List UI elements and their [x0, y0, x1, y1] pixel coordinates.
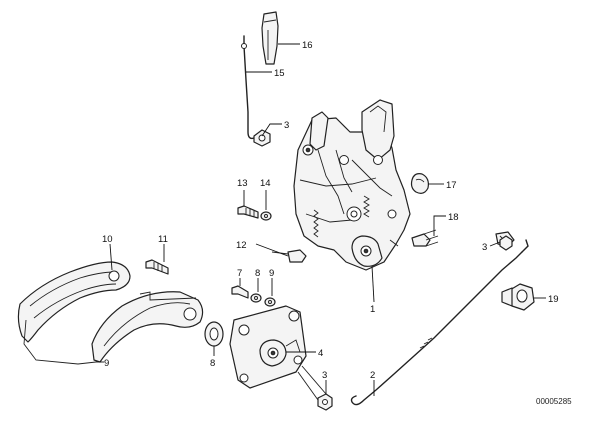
lock-knob-part	[261, 11, 279, 65]
callout-13: 13	[237, 178, 248, 189]
callout-9-left: 9	[104, 358, 109, 369]
mounting-plate-part-4	[229, 305, 307, 389]
grommet-part-19	[501, 283, 535, 311]
callout-10: 10	[102, 234, 113, 245]
callout-19: 19	[548, 294, 559, 305]
washer-part-6	[204, 321, 224, 347]
callout-8-top: 8	[255, 268, 260, 279]
inner-handle-part-10	[17, 261, 131, 365]
nut-part-3-right	[499, 235, 513, 251]
callout-17: 17	[446, 180, 457, 191]
door-lock-mechanism	[293, 99, 411, 271]
handle-lever	[91, 291, 204, 363]
document-id: 00005285	[536, 397, 572, 406]
callout-3-right: 3	[482, 242, 487, 253]
callout-labels: 16 15 3 13 14 17 18 12 1 10 11 7 8 9 9 8…	[102, 40, 559, 381]
callout-16: 16	[302, 40, 313, 51]
operating-rod-part-2	[350, 239, 529, 406]
callout-15: 15	[274, 68, 285, 79]
fasteners-7-8-9	[231, 285, 276, 307]
callout-12: 12	[236, 240, 247, 251]
buffer-part	[410, 173, 429, 194]
leader-lines	[96, 43, 546, 396]
screw-part-11	[145, 259, 169, 275]
callout-11: 11	[158, 234, 168, 245]
callout-1: 1	[370, 304, 375, 315]
nut-part-3-top	[253, 129, 271, 147]
screw-washer-13-14	[237, 205, 272, 221]
callout-3-top: 3	[284, 120, 289, 131]
callout-3-bottom: 3	[322, 370, 327, 381]
callout-2: 2	[370, 370, 375, 381]
callout-18: 18	[448, 212, 459, 223]
nut-part-3-bottom	[297, 365, 333, 411]
callout-14: 14	[260, 178, 271, 189]
callout-7: 7	[237, 268, 242, 279]
lock-rod-part	[241, 35, 259, 140]
callout-4: 4	[318, 348, 323, 359]
callout-9-top: 9	[269, 268, 274, 279]
callout-8-washer: 8	[210, 358, 215, 369]
